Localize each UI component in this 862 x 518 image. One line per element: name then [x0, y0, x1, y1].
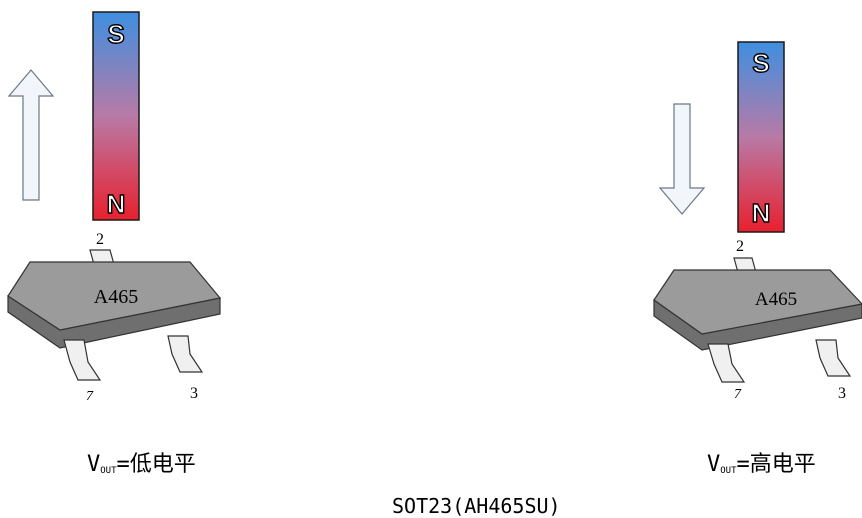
vout-value: =高电平 [736, 452, 816, 477]
pin-label-2: 2 [96, 231, 104, 248]
magnet-south-pole: S [107, 19, 124, 49]
package-caption: SOT23(AH465SU) [392, 494, 561, 518]
scene-left-drawing: S N A465 2 7 3 [7, 11, 222, 404]
vout-subscript: OUT [720, 466, 737, 476]
pin-label-1: 7 [734, 387, 742, 402]
output-level-right: VOUT=高电平 [707, 446, 816, 478]
pin-label-1: 7 [86, 389, 94, 404]
magnet-north-pole: N [752, 198, 771, 228]
pin-label-3: 3 [190, 385, 198, 402]
bar-magnet: S N [737, 41, 785, 233]
vout-value: =低电平 [116, 452, 196, 477]
magnet-south-pole: S [752, 48, 769, 78]
arrow-down-icon [658, 103, 706, 215]
output-level-left: VOUT=低电平 [87, 446, 196, 478]
pin-label-2: 2 [736, 238, 744, 255]
scene-right: S N A465 2 7 3 [640, 0, 862, 420]
chip-marking: A465 [755, 289, 797, 310]
sot23-chip: A465 2 7 3 [653, 238, 862, 402]
bar-magnet: S N [92, 11, 140, 221]
vout-subscript: OUT [100, 466, 117, 476]
sot23-chip: A465 2 7 3 [7, 231, 222, 404]
scene-left: S N A465 2 7 3 [0, 0, 240, 420]
magnet-north-pole: N [107, 189, 126, 219]
pin-label-3: 3 [838, 385, 846, 402]
arrow-up-icon [7, 69, 55, 201]
vout-symbol: V [87, 452, 101, 477]
chip-marking: A465 [94, 286, 138, 308]
scene-right-drawing: S N A465 2 7 3 [653, 41, 862, 402]
vout-symbol: V [707, 452, 721, 477]
